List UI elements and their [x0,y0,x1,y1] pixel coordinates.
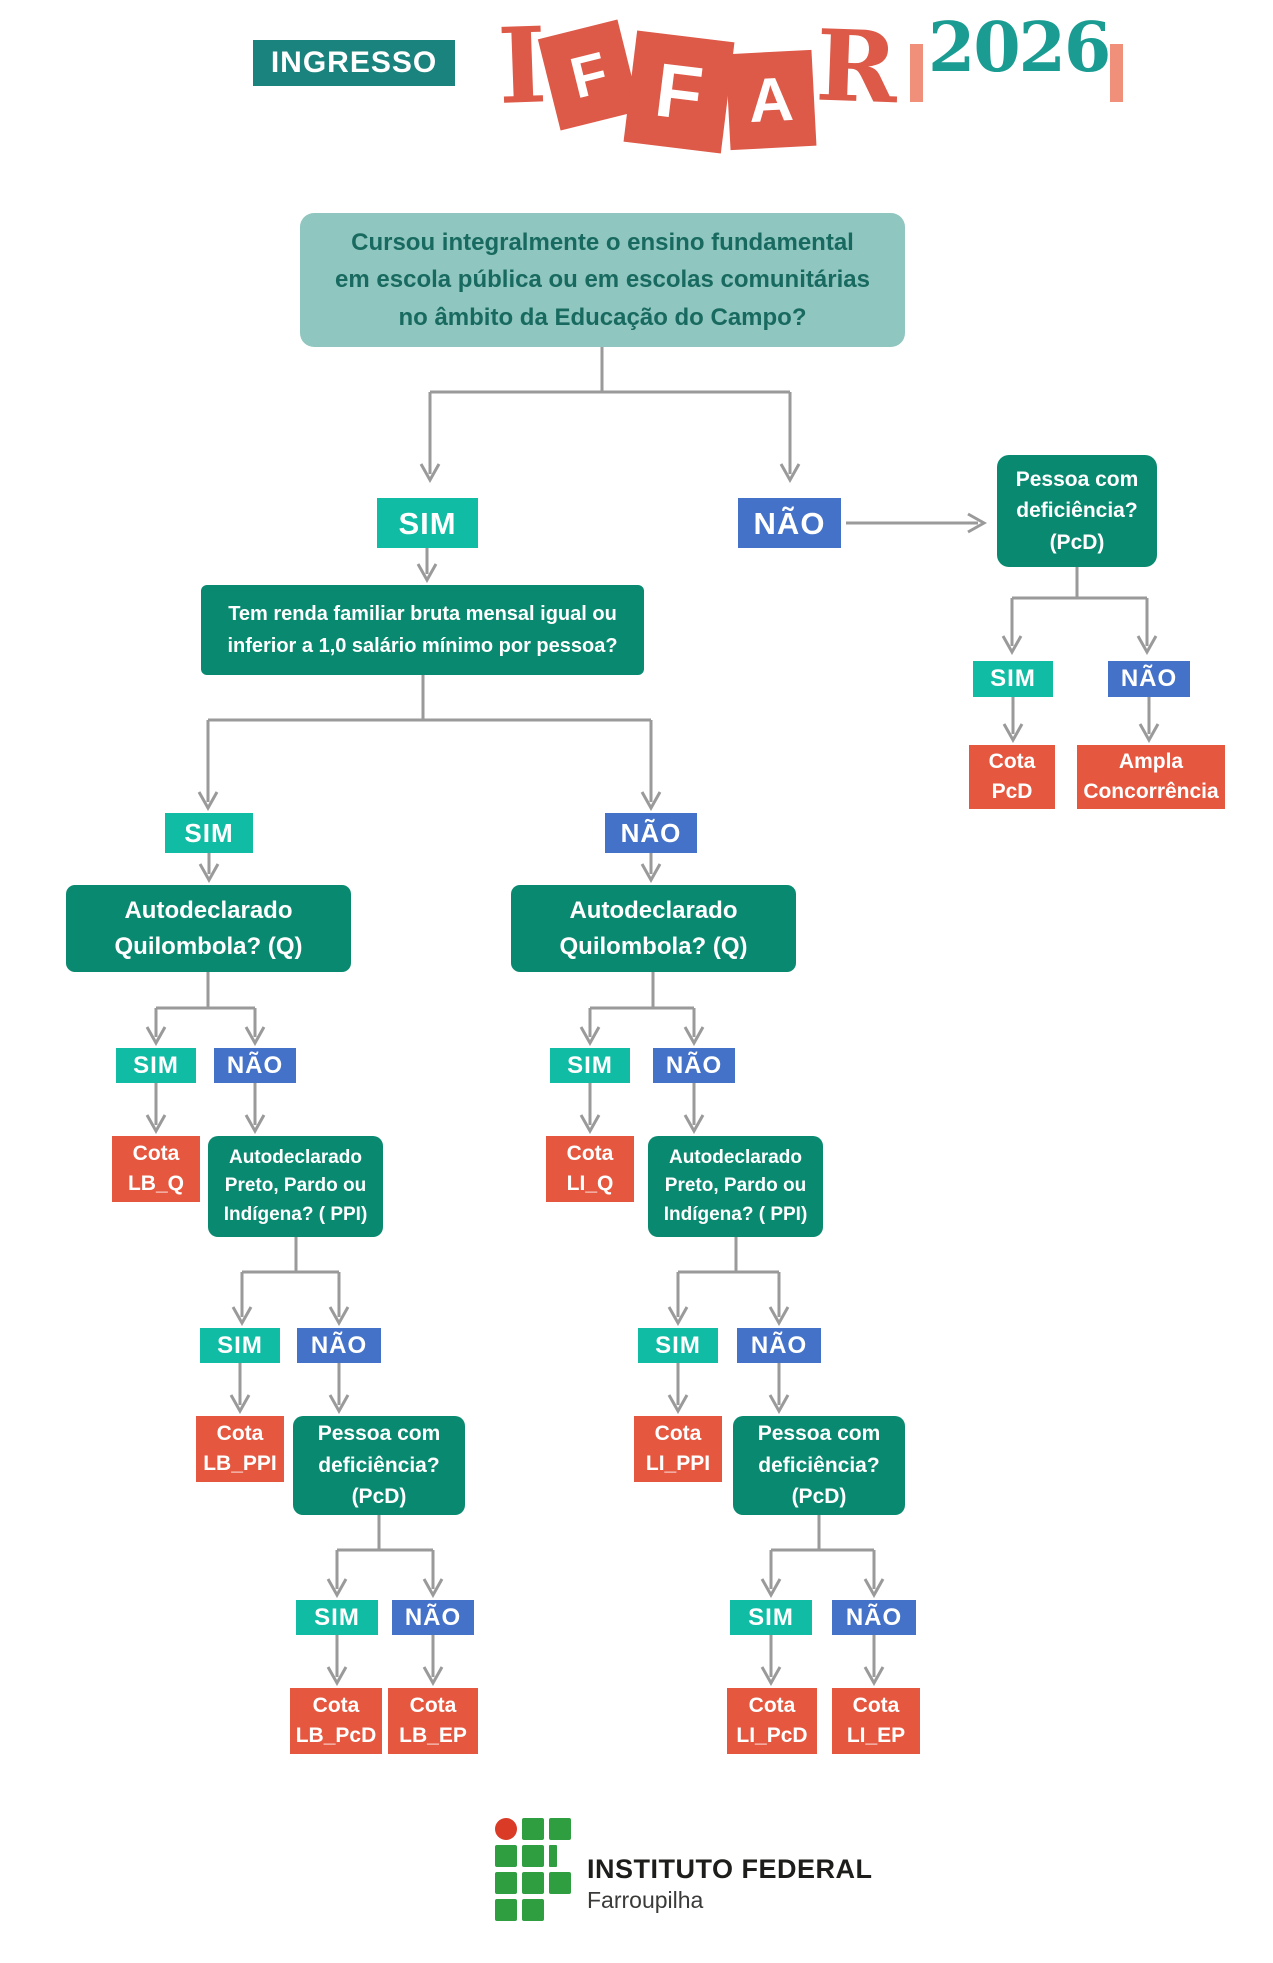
badge-nao-ppi-li: NÃO [737,1328,821,1363]
logo-letter-i: I [495,3,549,128]
outcome-ampla-concorrencia: Ampla Concorrência [1077,745,1225,809]
logo-bar-left [910,44,923,102]
badge-sim-quilombola-lb: SIM [116,1048,196,1083]
badge-nao-root: NÃO [738,498,841,548]
question-income: Tem renda familiar bruta mensal igual ou… [201,585,644,675]
badge-nao-pcd-lb: NÃO [392,1600,474,1635]
instituto-federal-text: INSTITUTO FEDERAL Farroupilha [587,1854,873,1914]
question-ppi-li: Autodeclarado Preto, Pardo ou Indígena? … [648,1136,823,1237]
if-logo-tab [549,1845,557,1867]
logo-year: 2026 [928,8,1111,88]
badge-sim-income: SIM [165,813,253,853]
institution-name: INSTITUTO FEDERAL [587,1854,873,1884]
logo-letter-f2: F [623,30,735,154]
outcome-cota-li-ep: Cota LI_EP [832,1688,920,1754]
badge-sim-pcd-topright: SIM [973,661,1053,697]
badge-nao-quilombola-li: NÃO [653,1048,735,1083]
question-ppi-lb: Autodeclarado Preto, Pardo ou Indígena? … [208,1136,383,1237]
badge-nao-pcd-li: NÃO [832,1600,916,1635]
logo-letter-r: R [814,8,900,127]
badge-nao-quilombola-lb: NÃO [214,1048,296,1083]
question-quilombola-li: Autodeclarado Quilombola? (Q) [511,885,796,972]
outcome-cota-li-q: Cota LI_Q [546,1136,634,1202]
badge-sim-pcd-li: SIM [730,1600,812,1635]
question-pcd-li: Pessoa com deficiência? (PcD) [733,1416,905,1515]
badge-sim-ppi-lb: SIM [200,1328,280,1363]
ingresso-badge: INGRESSO [253,40,455,86]
badge-sim-pcd-lb: SIM [296,1600,378,1635]
instituto-federal-logo-icon [495,1818,571,1921]
question-quilombola-lb: Autodeclarado Quilombola? (Q) [66,885,351,972]
logo-letter-f1: F [537,19,641,131]
outcome-cota-lb-ep: Cota LB_EP [388,1688,478,1754]
badge-sim-root: SIM [377,498,478,548]
outcome-cota-li-ppi: Cota LI_PPI [634,1416,722,1482]
if-logo-red-dot [495,1818,517,1840]
badge-nao-income: NÃO [605,813,697,853]
badge-sim-quilombola-li: SIM [550,1048,630,1083]
badge-sim-ppi-li: SIM [638,1328,718,1363]
institution-campus: Farroupilha [587,1887,704,1913]
outcome-cota-lb-ppi: Cota LB_PPI [196,1416,284,1482]
iffar-2026-logo: I F F A R 2026 [495,0,1138,154]
outcome-cota-lb-pcd: Cota LB_PcD [290,1688,382,1754]
question-root: Cursou integralmente o ensino fundamenta… [300,213,905,347]
badge-nao-pcd-topright: NÃO [1108,661,1190,697]
question-pcd-topright: Pessoa com deficiência? (PcD) [997,455,1157,567]
badge-nao-ppi-lb: NÃO [297,1328,381,1363]
outcome-cota-li-pcd: Cota LI_PcD [727,1688,817,1754]
logo-letter-a: A [725,49,817,151]
logo-bar-right [1110,44,1123,102]
question-pcd-lb: Pessoa com deficiência? (PcD) [293,1416,465,1515]
instituto-federal-footer: INSTITUTO FEDERAL Farroupilha [495,1818,873,1921]
outcome-cota-pcd: Cota PcD [969,745,1055,809]
outcome-cota-lb-q: Cota LB_Q [112,1136,200,1202]
